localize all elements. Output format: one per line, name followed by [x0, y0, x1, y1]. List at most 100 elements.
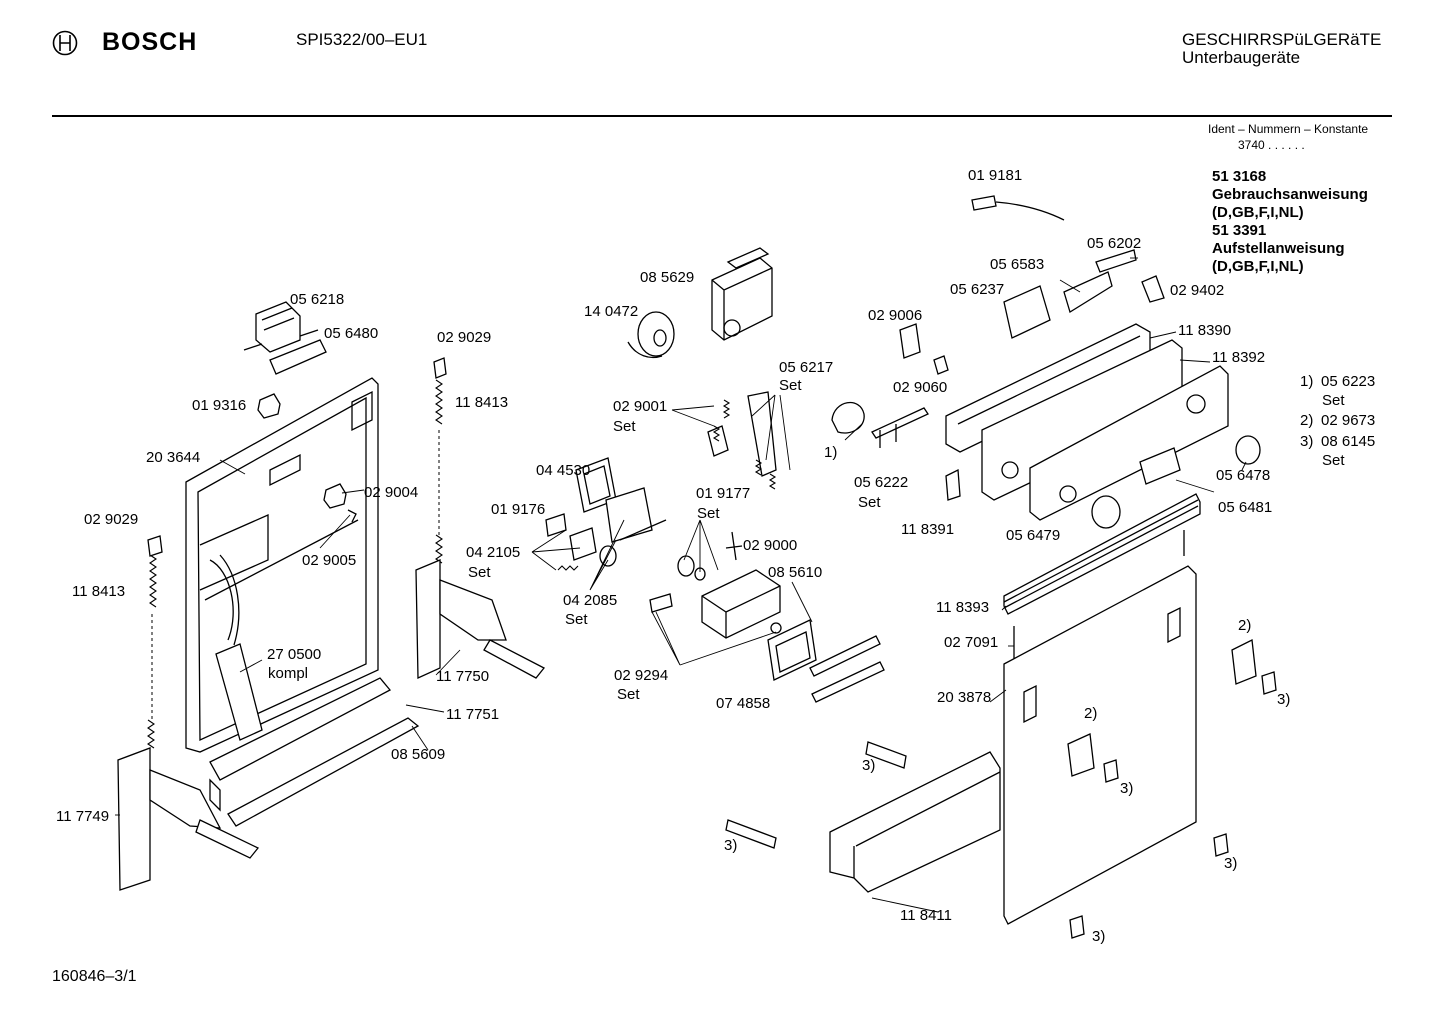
- header-rule: [52, 115, 1392, 117]
- part-label: 27 0500: [267, 646, 321, 663]
- part-label: 11 7750: [436, 668, 489, 685]
- holder-drawing: [649, 593, 673, 613]
- document-line: 51 3168: [1212, 168, 1267, 185]
- document-line: Aufstellanweisung: [1212, 240, 1345, 257]
- part-label: 05 6479: [1006, 527, 1060, 544]
- part-label: 01 9176: [491, 501, 545, 518]
- part-label: 11 8413: [455, 394, 508, 411]
- note-marker: 2): [1084, 705, 1097, 722]
- part-label: 05 6222: [854, 474, 908, 491]
- panel-knob-hole: [1059, 485, 1077, 503]
- part-label: 05 6217: [779, 359, 833, 376]
- part-label: 02 9006: [868, 307, 922, 324]
- pin-drawing: [347, 509, 357, 523]
- timer-drawing: [711, 247, 773, 341]
- document-line: Gebrauchsanweisung: [1212, 186, 1368, 203]
- part-label: 02 9029: [84, 511, 138, 528]
- strip-drawing: [811, 661, 885, 703]
- part-label: 02 9001: [613, 398, 667, 415]
- hook-drawing: [1261, 671, 1277, 695]
- part-label: 08 5609: [391, 746, 445, 763]
- part-label: 11 7749: [56, 808, 109, 825]
- category-subtitle: Unterbaugeräte: [1182, 48, 1301, 67]
- spring-drawing: [712, 425, 721, 442]
- part-label: 02 9000: [743, 537, 797, 554]
- part-label: 01 9316: [192, 397, 246, 414]
- part-label: 08 5610: [768, 564, 822, 581]
- part-label: 11 8393: [936, 599, 989, 616]
- hinge-arm-drawing: [415, 559, 546, 680]
- part-label: 05 6218: [290, 291, 344, 308]
- pin-drawing: [1013, 530, 1185, 660]
- hinge-arm-drawing: [117, 747, 260, 891]
- lever-drawing: [747, 391, 777, 477]
- footnote-number: 3): [1300, 433, 1313, 450]
- trim-strip-drawing: [1003, 499, 1199, 609]
- category-title: GESCHIRRSPüLGERäTE: [1182, 30, 1382, 49]
- outer-door-panel-drawing: [1003, 565, 1197, 925]
- hinge-set-drawing: [1067, 733, 1095, 777]
- rail-drawing: [209, 677, 420, 827]
- set-label: Set: [565, 611, 588, 628]
- note-marker: 3): [1277, 691, 1290, 708]
- door-lock-drawing: [1003, 249, 1165, 339]
- panel-rear-drawing: [957, 335, 1141, 425]
- part-label: 05 6583: [990, 256, 1044, 273]
- set-label: Set: [697, 505, 720, 522]
- end-cap-drawing: [945, 468, 961, 501]
- control-module-drawing: [701, 585, 781, 638]
- documents-list: 51 3168 Gebrauchsanweisung (D,GB,F,I,NL)…: [1212, 168, 1368, 276]
- hinge-set-drawing: [1231, 639, 1257, 685]
- hook-drawing: [1213, 833, 1229, 857]
- part-label: 02 9060: [893, 379, 947, 396]
- set-label: Set: [779, 377, 802, 394]
- part-label: 20 3644: [146, 449, 200, 466]
- hook-drawing: [865, 741, 907, 769]
- spring-drawing: [754, 459, 763, 476]
- control-panel-front-drawing: [1029, 365, 1229, 521]
- plug-drawing: [933, 355, 949, 375]
- knob-drawing: [1235, 435, 1261, 465]
- part-label: 02 9005: [302, 552, 356, 569]
- part-label: 01 9177: [696, 485, 750, 502]
- part-label: 05 6237: [950, 281, 1004, 298]
- knob-drawing: [627, 311, 675, 359]
- part-label: 04 2085: [563, 592, 617, 609]
- spring-drawing: [433, 357, 447, 564]
- footnote-code: 05 6223: [1321, 373, 1375, 390]
- base-plinth-drawing: [829, 751, 1001, 893]
- part-label: 02 9029: [437, 329, 491, 346]
- footnote-code: 08 6145: [1321, 433, 1375, 450]
- part-label: 04 4530: [536, 462, 590, 479]
- leader-lines: [115, 257, 1247, 913]
- relay-drawing: [899, 323, 921, 359]
- footnote-suffix: Set: [1322, 452, 1345, 469]
- hook-drawing: [1103, 759, 1119, 783]
- note-marker: 2): [1238, 617, 1251, 634]
- part-label: 02 9004: [364, 484, 418, 501]
- set-label: Set: [468, 564, 491, 581]
- hinge-clip-drawing: [323, 483, 347, 509]
- brand-name: BOSCH: [102, 28, 198, 56]
- button-drawing: [1139, 447, 1181, 485]
- spring-drawing: [722, 399, 731, 419]
- note-marker: 3): [1120, 780, 1133, 797]
- part-label: 11 8391: [901, 521, 954, 538]
- seal-drawing: [545, 457, 667, 571]
- part-label: 05 6480: [324, 325, 378, 342]
- part-label: 11 8390: [1178, 322, 1231, 339]
- valve-drawing: [677, 531, 743, 581]
- note-marker: 3): [724, 837, 737, 854]
- document-line: (D,GB,F,I,NL): [1212, 258, 1304, 275]
- note-marker: 3): [1092, 928, 1105, 945]
- part-label: 11 7751: [446, 706, 499, 723]
- part-label: 05 6478: [1216, 467, 1270, 484]
- control-module-drawing: [701, 569, 781, 639]
- part-label: 01 9181: [968, 167, 1022, 184]
- footnote-code: 02 9673: [1321, 412, 1375, 429]
- part-label: 02 9294: [614, 667, 668, 684]
- knob-drawing: [1091, 495, 1121, 529]
- gasket-drawing: [775, 631, 811, 673]
- drawing-number: 160846–3/1: [52, 968, 137, 985]
